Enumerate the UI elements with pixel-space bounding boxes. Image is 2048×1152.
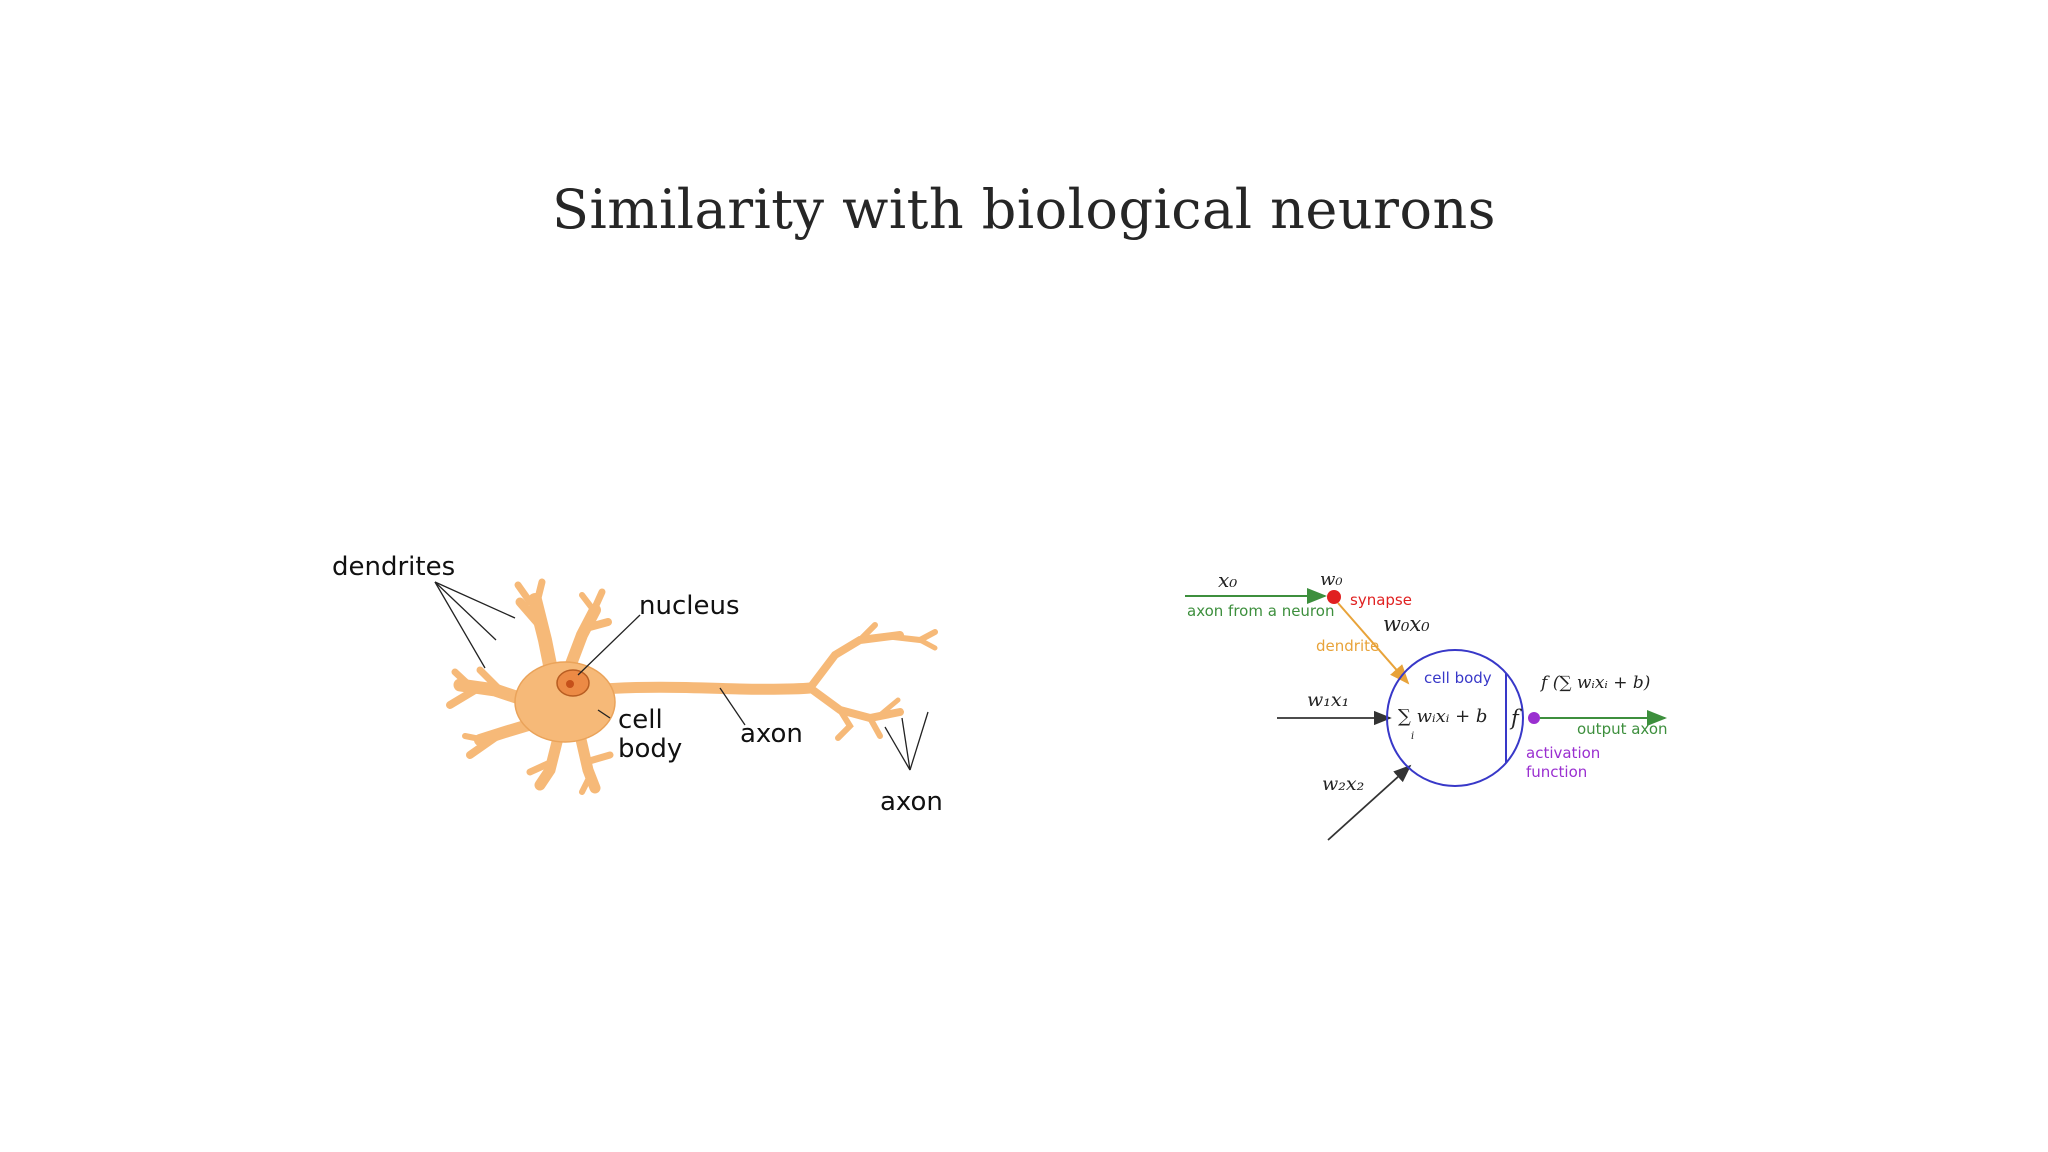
label-x0: x₀ (1218, 568, 1237, 592)
label-dendrite: dendrite (1316, 637, 1379, 655)
slide-title: Similarity with biological neurons (552, 178, 1496, 241)
activation-dot (1528, 712, 1540, 724)
label-f-expr: f (∑ wᵢxᵢ + b) (1539, 673, 1650, 693)
label-synapse: synapse (1350, 591, 1412, 609)
label-w0: w₀ (1320, 569, 1343, 590)
cell-body-shape (514, 661, 616, 743)
label-w1x1: w₁x₁ (1307, 689, 1349, 711)
label-body: body (618, 734, 682, 764)
label-dendrites: dendrites (332, 552, 455, 582)
dendrite-arrow (1337, 602, 1410, 685)
label-f: f (1509, 706, 1522, 730)
label-output-axon: output axon (1577, 720, 1668, 738)
input-w2x2-arrow (1327, 764, 1412, 841)
label-cell: cell (618, 705, 663, 735)
artificial-neuron-diagram: x₀ w₀ synapse axon from a neuron w₀x₀ de… (1185, 568, 1668, 841)
nucleolus-shape (566, 680, 574, 688)
label-activation: activation (1526, 744, 1600, 762)
leader-lines (434, 581, 929, 771)
neuron-shape (446, 578, 938, 795)
label-function: function (1526, 763, 1587, 781)
label-axon-from-neuron: axon from a neuron (1187, 602, 1334, 620)
cell-body-circle (1386, 649, 1524, 787)
label-sum-expr: ∑ wᵢxᵢ + b (1398, 706, 1487, 727)
biological-neuron-diagram: dendrites nucleus cell body axon axon (332, 552, 943, 817)
label-sum-index: i (1411, 731, 1414, 742)
synapse-dot (1327, 590, 1341, 604)
label-w2x2: w₂x₂ (1322, 773, 1364, 795)
label-axon: axon (740, 719, 803, 749)
label-w0x0: w₀x₀ (1383, 612, 1430, 636)
label-cell-body: cell body (1424, 669, 1492, 687)
label-axon-terminal: axon (880, 787, 943, 817)
label-nucleus: nucleus (639, 591, 740, 621)
